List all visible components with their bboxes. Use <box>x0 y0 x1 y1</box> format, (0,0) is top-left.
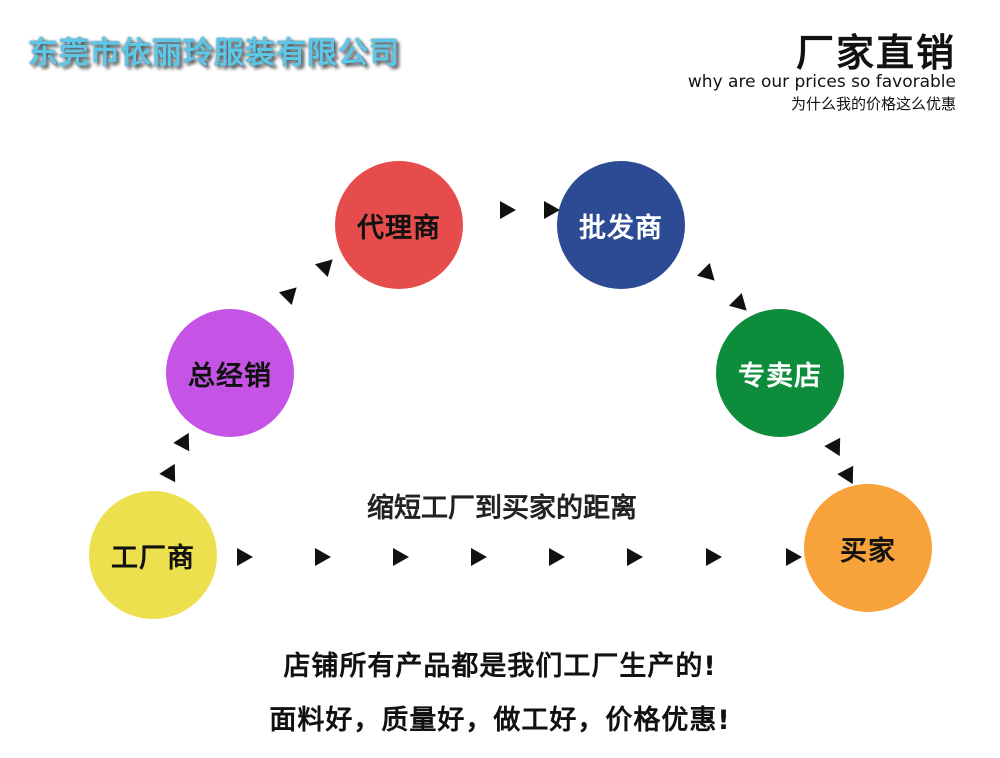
node-wholesaler: 批发商 <box>557 161 685 289</box>
node-factory: 工厂商 <box>89 491 217 619</box>
arrow-down-icon <box>728 292 754 318</box>
footer-line-1: 店铺所有产品都是我们工厂生产的! <box>283 651 717 682</box>
arrow-right-icon <box>237 548 253 566</box>
page-title: 厂家直销 <box>795 31 956 75</box>
company-name: 东莞市依丽玲服装有限公司 <box>28 36 400 71</box>
arrow-right-icon <box>315 548 331 566</box>
arrow-up-icon <box>314 252 340 278</box>
arrow-down-icon <box>696 262 722 288</box>
node-buyer: 买家 <box>804 484 932 612</box>
arrow-right-icon <box>786 548 802 566</box>
subtitle-en: why are our prices so favorable <box>687 72 956 92</box>
footer-line-2: 面料好，质量好，做工好，价格优惠! <box>269 705 731 736</box>
arrow-right-icon <box>471 548 487 566</box>
node-agent: 代理商 <box>335 161 463 289</box>
arrow-right-icon <box>706 548 722 566</box>
arrow-right-icon <box>549 548 565 566</box>
node-distributor: 总经销 <box>166 309 294 437</box>
arrow-right-icon <box>500 201 516 219</box>
arrow-right-icon <box>393 548 409 566</box>
arrow-right-icon <box>627 548 643 566</box>
arrow-up-icon <box>278 280 304 306</box>
node-store: 专卖店 <box>716 309 844 437</box>
arrow-right-icon <box>544 201 560 219</box>
subtitle-cn: 为什么我的价格这么优惠 <box>790 95 956 113</box>
arrow-up-icon <box>159 459 183 483</box>
arrow-up-icon <box>173 428 197 452</box>
arrow-down-icon <box>824 437 848 461</box>
caption: 缩短工厂到买家的距离 <box>367 493 637 524</box>
